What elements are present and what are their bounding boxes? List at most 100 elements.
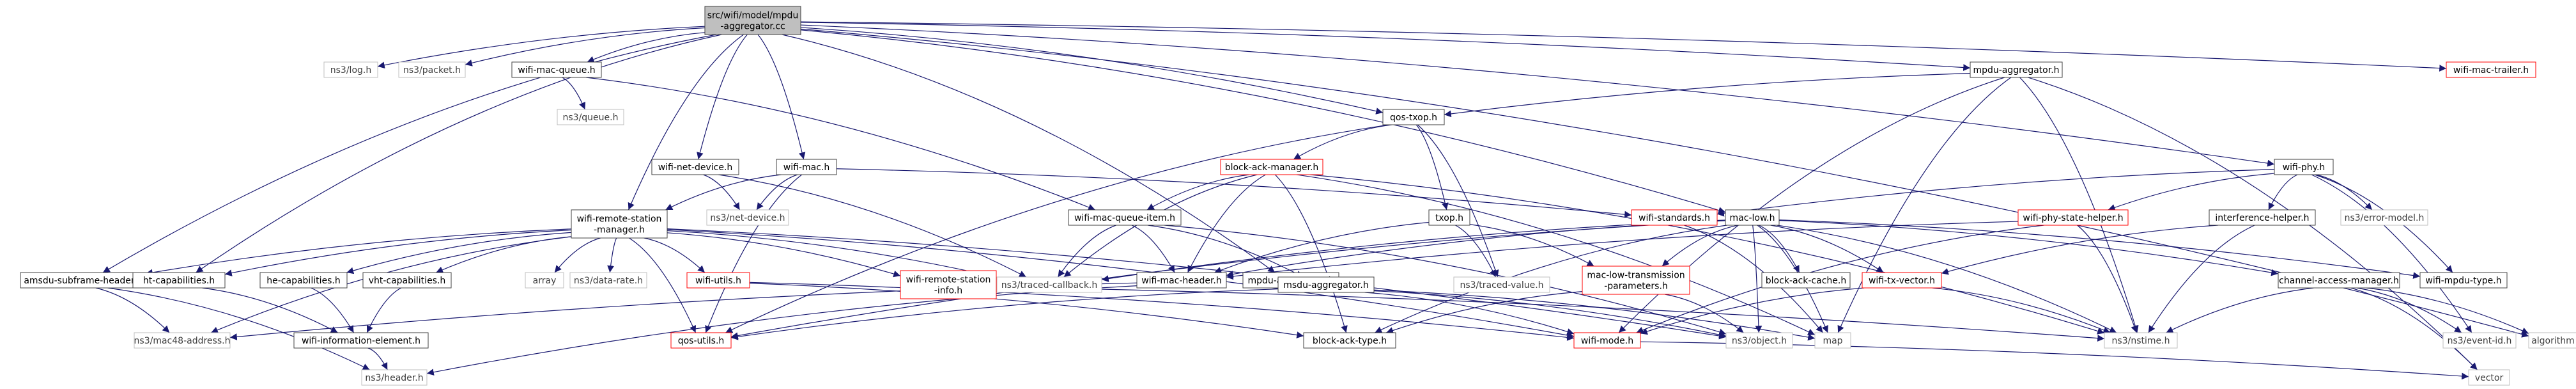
node-wmq[interactable]: wifi-mac-queue.h [511, 61, 602, 78]
node-wmac[interactable]: wifi-mac.h [776, 159, 837, 175]
edge-maclow-to-bat [1375, 225, 1727, 333]
node-label: vector [2475, 373, 2504, 383]
node-ih[interactable]: interference-helper.h [2209, 209, 2316, 226]
node-box [1631, 209, 1718, 226]
node-wie[interactable]: wifi-information-element.h [293, 332, 429, 349]
node-wutils[interactable]: wifi-utils.h [686, 272, 750, 289]
node-errmodel: ns3/error-model.h [2340, 209, 2428, 226]
node-wrsm[interactable]: wifi-remote-station-manager.h [571, 209, 668, 239]
node-box [132, 272, 226, 289]
edge-mltp-to-bat [1385, 291, 1583, 334]
node-label: wifi-information-element.h [302, 336, 420, 346]
edge-txop-to-wmh [1214, 221, 1430, 274]
edge-wnd-to-tracedcb [718, 174, 1027, 278]
edge-qostxop-to-txop [1415, 124, 1449, 210]
edge-wphy-to-eventid [2311, 174, 2472, 333]
node-txop[interactable]: txop.h [1428, 209, 1470, 226]
node-root[interactable]: src/wifi/model/mpdu-aggregator.cc [704, 6, 801, 35]
node-label: wifi-remote-station [577, 214, 662, 225]
node-label: ns3/packet.h [403, 65, 461, 75]
node-mac48: ns3/mac48-address.h [134, 332, 231, 349]
edge-wpsh-to-wmode [1636, 225, 2044, 333]
edge-hecap-to-wie [311, 287, 355, 333]
node-wrsi[interactable]: wifi-remote-station-info.h [900, 270, 997, 299]
node-htcap[interactable]: ht-capabilities.h [132, 272, 226, 289]
node-label: ns3/event-id.h [2448, 336, 2512, 346]
node-label: ns3/data-rate.h [574, 276, 643, 286]
node-maclow[interactable]: mac-low.h [1725, 209, 1780, 226]
edge-wrsm-to-wrsi [667, 232, 901, 278]
node-msduagg[interactable]: msdu-aggregator.h [1277, 276, 1375, 293]
node-box [2528, 332, 2576, 349]
node-label: ns3/traced-callback.h [1001, 280, 1098, 290]
node-wmh[interactable]: wifi-mac-header.h [1136, 272, 1227, 289]
edge-root-to-wrsm [628, 34, 744, 210]
node-wmpdutype[interactable]: wifi-mpdu-type.h [2419, 272, 2508, 289]
node-wmt[interactable]: wifi-mac-trailer.h [2446, 61, 2536, 78]
node-box [557, 109, 624, 125]
edge-wmqi-to-object [1164, 225, 1727, 336]
node-label: block-ack-manager.h [1225, 163, 1319, 173]
node-wmqi[interactable]: wifi-mac-queue-item.h [1068, 209, 1182, 226]
node-box [2104, 332, 2178, 349]
edge-bam-to-wmh [1187, 174, 1266, 273]
node-bam[interactable]: block-ack-manager.h [1220, 159, 1323, 175]
edge-bam-to-nstime [1310, 174, 2105, 335]
edge-maclow-to-wmpdutype [1778, 219, 2421, 279]
edge-maclow-to-nstime [1776, 225, 2117, 333]
node-box [2017, 209, 2129, 226]
edge-vhtcap-to-wie [366, 287, 402, 333]
edge-root-to-wmq [587, 32, 706, 63]
node-label: wifi-mac.h [783, 163, 829, 173]
node-mltp[interactable]: mac-low-transmission-parameters.h [1582, 266, 1690, 295]
node-hecap[interactable]: he-capabilities.h [259, 272, 348, 289]
node-amsdu[interactable]: amsdu-subframe-header.h [20, 272, 146, 289]
edge-wphy-to-errmodel [2316, 174, 2373, 210]
node-label: ns3/net-device.h [710, 213, 785, 223]
edge-mltp-to-object [1665, 294, 1744, 333]
edge-wrsm-to-wmode [667, 229, 1575, 339]
edge-mpduagg-to-nstime [2019, 77, 2139, 333]
node-box [323, 61, 378, 78]
node-wstd[interactable]: wifi-standards.h [1631, 209, 1718, 226]
node-qosutils[interactable]: qos-utils.h [670, 332, 732, 349]
node-bac[interactable]: block-ack-cache.h [1761, 272, 1851, 289]
node-box [776, 159, 837, 175]
node-box [1220, 159, 1323, 175]
node-wphy[interactable]: wifi-phy.h [2274, 159, 2334, 175]
node-vhtcap[interactable]: vht-capabilities.h [362, 272, 452, 289]
node-mpduagg[interactable]: mpdu-aggregator.h [1970, 61, 2063, 78]
edge-txop-to-mltp [1469, 224, 1594, 267]
node-box [706, 209, 789, 226]
node-cam[interactable]: channel-access-manager.h [2278, 272, 2400, 289]
node-box [2274, 159, 2334, 175]
node-vector: vector [2468, 369, 2510, 386]
edge-wpsh-to-wmh [1226, 221, 2019, 280]
node-tracedval: ns3/traced-value.h [1453, 276, 1550, 293]
node-label: -manager.h [594, 225, 645, 235]
node-label: wifi-remote-station [906, 275, 991, 285]
node-label: wifi-mac-trailer.h [2453, 65, 2529, 75]
edge-wmh-to-header [426, 285, 1138, 376]
edge-root-to-wmt [800, 21, 2447, 72]
node-wmode[interactable]: wifi-mode.h [1573, 332, 1641, 349]
node-box [1862, 272, 1942, 289]
node-wnd[interactable]: wifi-net-device.h [651, 159, 739, 175]
node-datarate: ns3/data-rate.h [569, 272, 647, 289]
node-box [2340, 209, 2428, 226]
node-packet: ns3/packet.h [398, 61, 466, 78]
edge-wmqi-to-wmh [1131, 225, 1175, 273]
node-wpsh[interactable]: wifi-phy-state-helper.h [2017, 209, 2129, 226]
edge-wtxv-to-wmode [1640, 287, 1865, 335]
node-qostxop[interactable]: qos-txop.h [1382, 109, 1445, 125]
node-box [361, 369, 428, 386]
node-bat[interactable]: block-ack-type.h [1303, 332, 1396, 349]
node-box [996, 276, 1102, 293]
node-box [1428, 209, 1470, 226]
node-box [2278, 272, 2400, 289]
node-box [1573, 332, 1641, 349]
node-label: txop.h [1435, 213, 1463, 223]
edge-maclow-to-bac [1759, 225, 1800, 273]
edge-amsdu-to-header [107, 287, 370, 370]
node-wtxv[interactable]: wifi-tx-vector.h [1862, 272, 1942, 289]
